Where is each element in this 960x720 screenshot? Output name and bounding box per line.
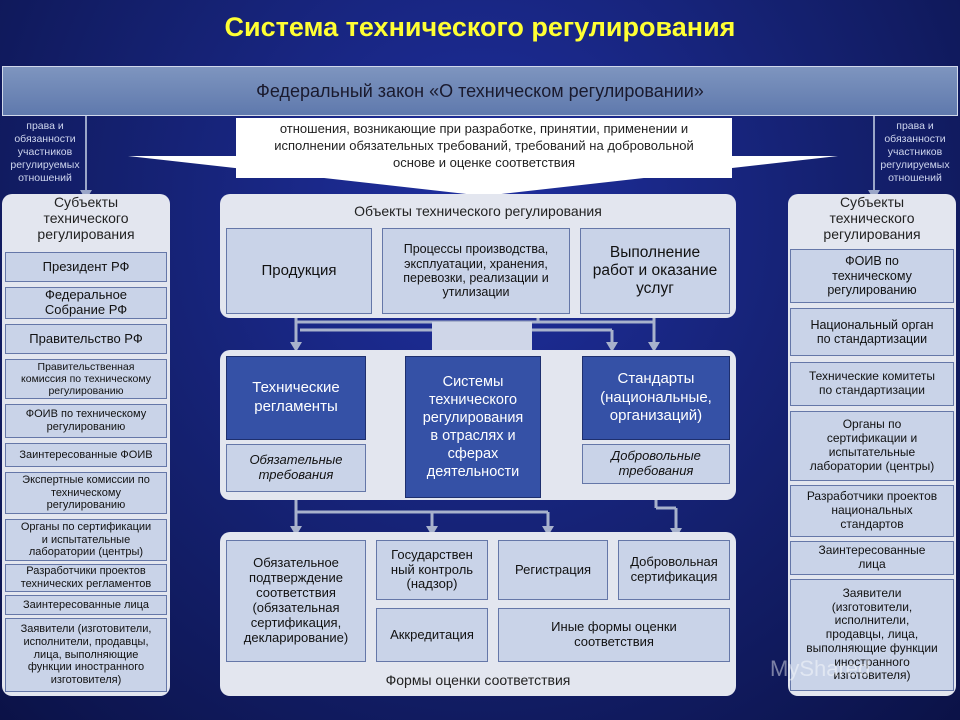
left-subjects-panel: Субъекты технического регулирования През… bbox=[2, 194, 170, 696]
right-item-national-standards-body: Национальный орган по стандартизации bbox=[790, 308, 954, 356]
left-item-gov-commission: Правительственная комиссия по техническо… bbox=[5, 359, 167, 399]
mandatory-requirements: Обязательные требования bbox=[226, 444, 366, 492]
object-works-services: Выполнение работ и оказание услуг bbox=[580, 228, 730, 314]
rights-note-left: права и обязанности участников регулируе… bbox=[10, 120, 80, 184]
form-state-control: Государствен ный контроль (надзор) bbox=[376, 540, 488, 600]
right-item-interested-persons: Заинтересованные лица bbox=[790, 541, 954, 575]
left-item-regulation-developers: Разработчики проектов технических реглам… bbox=[5, 564, 167, 592]
left-panel-title: Субъекты технического регулирования bbox=[37, 194, 135, 242]
standards: Стандарты (национальные, организаций) bbox=[582, 356, 730, 440]
left-item-certification-bodies: Органы по сертификации и испытательные л… bbox=[5, 519, 167, 561]
right-item-certification-bodies: Органы по сертификации и испытательные л… bbox=[790, 411, 954, 481]
industry-regulation-systems: Системы технического регулирования в отр… bbox=[405, 356, 541, 498]
right-item-tech-committees: Технические комитеты по стандартизации bbox=[790, 362, 954, 406]
form-accreditation: Аккредитация bbox=[376, 608, 488, 662]
right-item-applicants: Заявители (изготовители, исполнители, пр… bbox=[790, 579, 954, 691]
right-panel-title: Субъекты технического регулирования bbox=[823, 194, 921, 242]
object-products: Продукция bbox=[226, 228, 372, 314]
form-other: Иные формы оценки соответствия bbox=[498, 608, 730, 662]
forms-panel-title: Формы оценки соответствия bbox=[385, 672, 571, 688]
left-item-federal-assembly: Федеральное Собрание РФ bbox=[5, 287, 167, 319]
objects-panel-title: Объекты технического регулирования bbox=[354, 203, 602, 219]
left-item-president: Президент РФ bbox=[5, 252, 167, 282]
right-subjects-panel: Субъекты технического регулирования ФОИВ… bbox=[788, 194, 956, 696]
technical-regulations: Технические регламенты bbox=[226, 356, 366, 440]
left-item-expert-commissions: Экспертные комиссии по техническому регу… bbox=[5, 472, 167, 514]
left-item-interested-persons: Заинтересованные лица bbox=[5, 595, 167, 615]
rights-note-right: права и обязанности участников регулируе… bbox=[880, 120, 950, 184]
left-item-government: Правительство РФ bbox=[5, 324, 167, 354]
object-processes: Процессы производства, эксплуатации, хра… bbox=[382, 228, 570, 314]
form-mandatory-confirmation: Обязательное подтверждение соответствия … bbox=[226, 540, 366, 662]
watermark: MyShared bbox=[770, 656, 871, 681]
left-item-applicants: Заявители (изготовители, исполнители, пр… bbox=[5, 618, 167, 692]
left-item-interested-foiv: Заинтересованные ФОИВ bbox=[5, 443, 167, 467]
voluntary-requirements: Добровольные требования bbox=[582, 444, 730, 484]
page-title: Система технического регулирования bbox=[224, 12, 736, 42]
form-voluntary-certification: Добровольная сертификация bbox=[618, 540, 730, 600]
right-item-standards-developers: Разработчики проектов национальных станд… bbox=[790, 485, 954, 537]
federal-law-banner: Федеральный закон «О техническом регулир… bbox=[2, 66, 958, 116]
form-registration: Регистрация bbox=[498, 540, 608, 600]
left-item-foiv-tech: ФОИВ по техническому регулированию bbox=[5, 404, 167, 438]
right-item-foiv-tech: ФОИВ по техническому регулированию bbox=[790, 249, 954, 303]
relations-box: отношения, возникающие при разработке, п… bbox=[236, 118, 732, 178]
